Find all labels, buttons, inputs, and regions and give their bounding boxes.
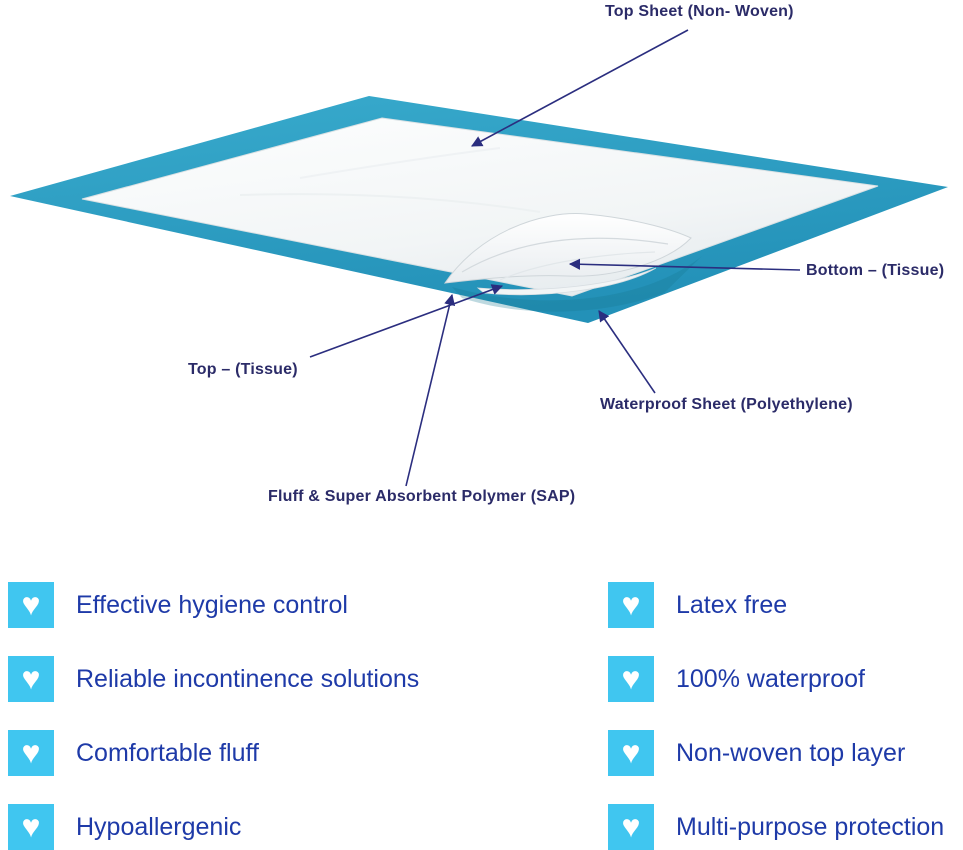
feature-label: Reliable incontinence solutions [76, 664, 420, 693]
feature-label: Hypoallergenic [76, 812, 242, 841]
feature-label: Effective hygiene control [76, 590, 348, 619]
crease-line [239, 193, 541, 213]
features-column-right: ♥ Latex free ♥ 100% waterproof ♥ Non-wov… [608, 582, 944, 850]
heart-glyph: ♥ [621, 734, 641, 770]
feature-item: ♥ Comfortable fluff [8, 730, 419, 776]
label-fluff-sap: Fluff & Super Absorbent Polymer (SAP) [268, 488, 576, 505]
feature-label: 100% waterproof [676, 664, 866, 693]
heart-icon: ♥ [608, 656, 654, 702]
heart-glyph: ♥ [21, 734, 41, 770]
feature-label: Comfortable fluff [76, 738, 259, 767]
heart-glyph: ♥ [621, 586, 641, 622]
heart-icon: ♥ [8, 730, 54, 776]
fold-curl-line [461, 237, 669, 273]
heart-icon: ♥ [8, 656, 54, 702]
arrow-bottom-tissue [568, 258, 801, 271]
feature-item: ♥ 100% waterproof [608, 656, 944, 702]
crease-line [299, 147, 501, 179]
arrow-fluff-sap [405, 293, 456, 487]
heart-icon: ♥ [608, 582, 654, 628]
feature-item: ♥ Reliable incontinence solutions [8, 656, 419, 702]
label-bottom-tissue: Bottom – (Tissue) [806, 262, 945, 279]
heart-glyph: ♥ [21, 808, 41, 844]
fold-shadow [452, 256, 702, 312]
feature-item: ♥ Hypoallergenic [8, 804, 419, 850]
heart-icon: ♥ [608, 804, 654, 850]
heart-glyph: ♥ [21, 660, 41, 696]
heart-icon: ♥ [8, 582, 54, 628]
feature-item: ♥ Non-woven top layer [608, 730, 944, 776]
feature-label: Multi-purpose protection [676, 812, 945, 841]
label-waterproof: Waterproof Sheet (Polyethylene) [600, 396, 853, 413]
arrow-top-sheet [471, 29, 689, 147]
heart-glyph: ♥ [21, 586, 41, 622]
top-sheet-shape [81, 117, 879, 297]
heart-icon: ♥ [8, 804, 54, 850]
feature-item: ♥ Multi-purpose protection [608, 804, 944, 850]
heart-glyph: ♥ [621, 660, 641, 696]
label-top-tissue: Top – (Tissue) [188, 361, 298, 378]
feature-item: ♥ Latex free [608, 582, 944, 628]
features-column-left: ♥ Effective hygiene control ♥ Reliable i… [8, 582, 419, 850]
heart-glyph: ♥ [621, 808, 641, 844]
heart-icon: ♥ [608, 730, 654, 776]
arrow-waterproof [598, 310, 656, 394]
feature-item: ♥ Effective hygiene control [8, 582, 419, 628]
label-top-sheet: Top Sheet (Non- Woven) [605, 3, 794, 20]
arrow-top-tissue [309, 284, 504, 358]
feature-label: Latex free [676, 590, 788, 619]
feature-label: Non-woven top layer [676, 738, 906, 767]
